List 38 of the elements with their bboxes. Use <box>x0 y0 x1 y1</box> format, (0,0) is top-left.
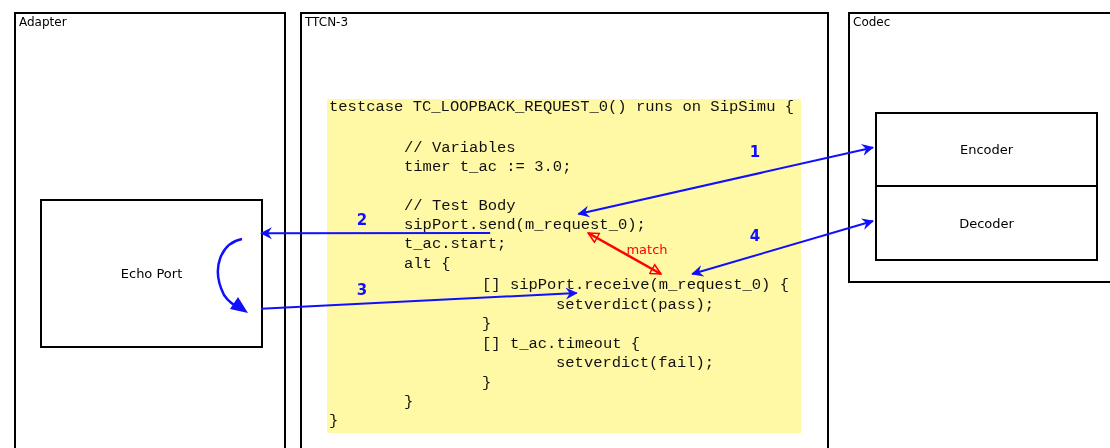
box-label: Decoder <box>959 215 1014 231</box>
edge-label: 2 <box>356 211 368 229</box>
code-panel <box>327 99 801 433</box>
code-line: // Variables <box>404 139 528 158</box>
code-line: [] t_ac.timeout { <box>482 335 644 354</box>
edge-label: 4 <box>749 227 761 245</box>
code-line: sipPort.send(m_request_0); <box>404 216 649 235</box>
component-box <box>40 199 263 348</box>
code-line: } <box>482 374 494 393</box>
panel-title: TTCN-3 <box>305 15 349 29</box>
code-line: alt { <box>404 255 454 274</box>
code-line: setverdict(pass); <box>556 296 718 315</box>
panel <box>300 12 829 448</box>
arrow <box>260 287 578 310</box>
panel <box>14 12 286 448</box>
panel-title: Codec <box>853 15 891 29</box>
arrow <box>587 231 662 276</box>
box-label: Encoder <box>959 142 1014 157</box>
code-line: timer t_ac := 3.0; <box>404 158 576 177</box>
arrow <box>691 218 874 277</box>
panel <box>848 12 1110 283</box>
code-line: t_ac.start; <box>404 235 510 254</box>
code-line: // Test Body <box>404 197 528 216</box>
code-line: } <box>482 315 494 334</box>
panel-title: Adapter <box>19 15 67 29</box>
component-box <box>875 185 1098 261</box>
box-label: Echo Port <box>120 266 183 281</box>
arrow <box>260 227 492 240</box>
edge-label: 1 <box>749 143 761 161</box>
code-line: } <box>329 412 341 431</box>
arrow <box>577 144 874 218</box>
component-box <box>875 112 1098 187</box>
code-line: [] sipPort.receive(m_request_0) { <box>482 276 794 295</box>
code-line: testcase TC_LOOPBACK_REQUEST_0() runs on SipSimu { <box>329 98 801 117</box>
edge-label: 3 <box>356 281 368 299</box>
edge-label: match <box>626 241 668 257</box>
code-line: setverdict(fail); <box>556 354 718 373</box>
code-line: } <box>404 393 416 412</box>
